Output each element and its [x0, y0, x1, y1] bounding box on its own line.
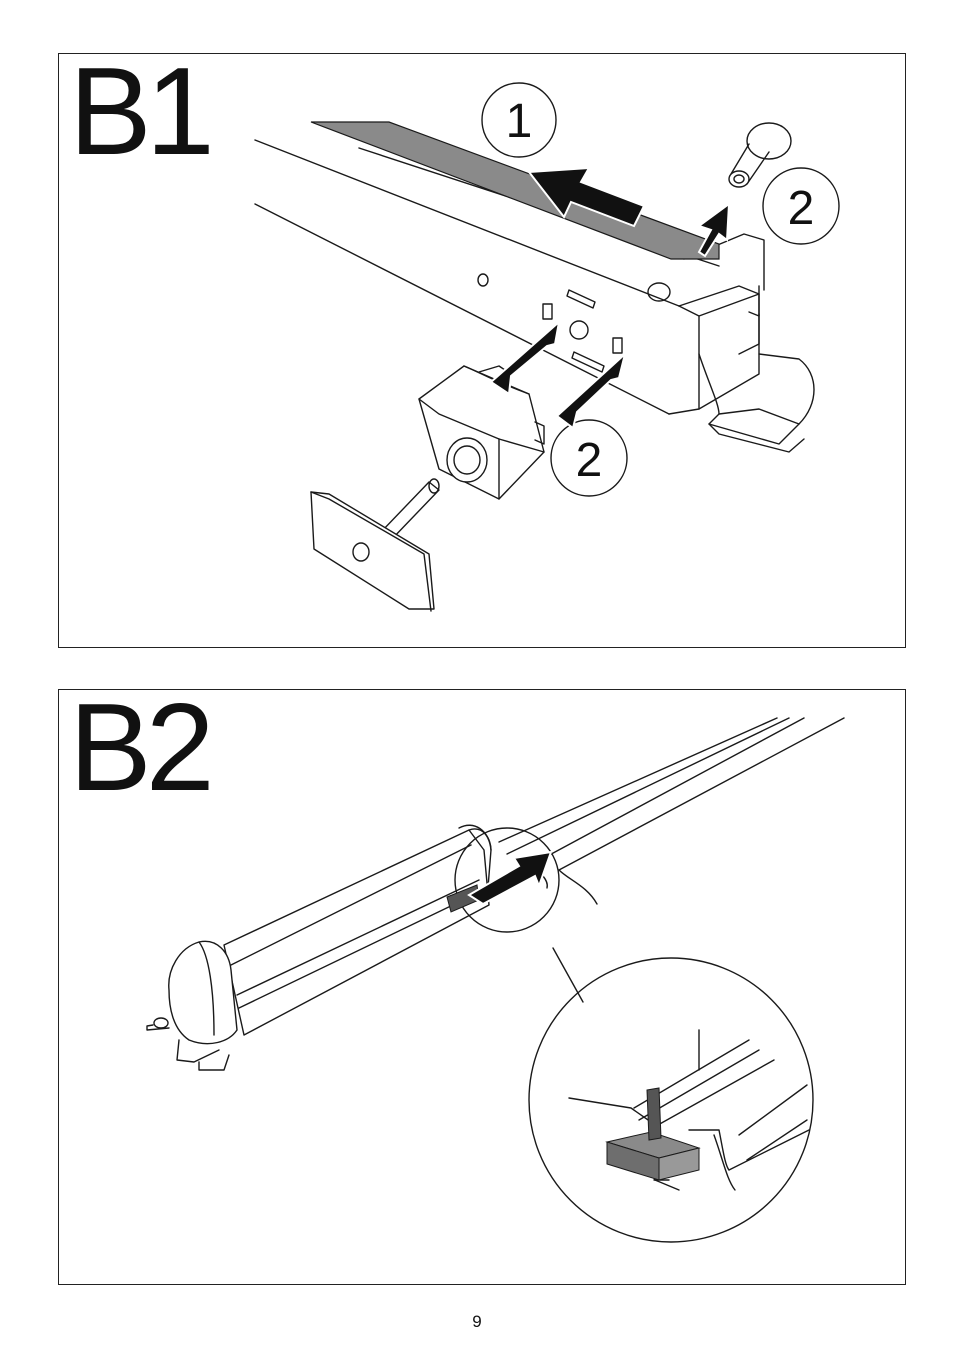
step-b1-illustration: 1 2 2	[59, 54, 906, 648]
rail-slot	[572, 352, 604, 372]
lock-key-icon	[147, 1018, 169, 1030]
holder-body	[224, 825, 491, 1035]
rail-end-bracket	[679, 234, 764, 409]
callout-number-2-top: 2	[788, 182, 815, 235]
arrow-insert-block-right	[557, 354, 625, 428]
rail-slot	[543, 304, 552, 319]
strap-hook	[699, 354, 814, 452]
roof-bar	[499, 718, 844, 904]
step-b1-panel: B1	[58, 53, 906, 648]
page-number: 9	[0, 1312, 954, 1332]
step-b2-panel: B2	[58, 689, 906, 1285]
callout-number-1: 1	[506, 95, 533, 148]
callout-number-2-bottom: 2	[576, 434, 603, 487]
end-cap-block	[419, 366, 544, 499]
t-bolt	[311, 479, 439, 611]
rail-hole	[570, 321, 588, 339]
rail-hole	[478, 274, 488, 286]
detail-circle-large	[529, 958, 813, 1242]
rail-slot	[613, 338, 622, 353]
step-b2-illustration	[59, 690, 906, 1285]
push-pin	[729, 123, 791, 187]
holder-end-cap	[169, 941, 237, 1070]
rail-slot	[567, 290, 595, 308]
t-bolt-stem	[647, 1088, 661, 1140]
arrow-insert-block-left	[491, 322, 559, 394]
detail-leader-line	[553, 948, 583, 1002]
